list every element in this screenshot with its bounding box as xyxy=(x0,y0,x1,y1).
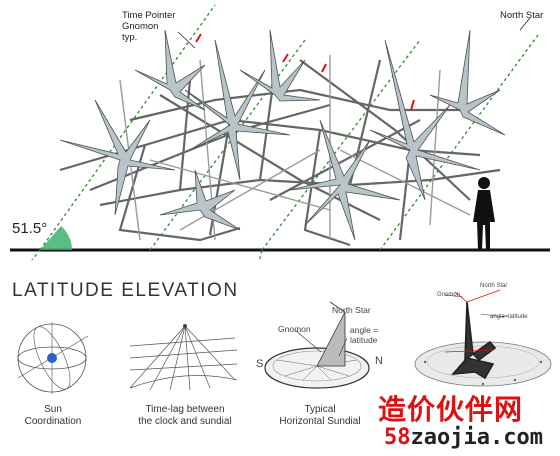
gnomon-nodes xyxy=(59,29,506,241)
horizontal-sundial-caption: Typical Horizontal Sundial xyxy=(255,404,385,428)
caption-line: Time-lag between xyxy=(145,404,225,415)
caption-line: Sun xyxy=(44,404,62,415)
watermark-number: 58 xyxy=(384,425,411,450)
sundial-structure-illustration xyxy=(10,4,550,260)
time-pointer-label: Time Pointer Gnomon typ. xyxy=(122,10,176,43)
sun-coordination-caption: Sun Coordination xyxy=(8,404,98,428)
time-pointer-leader xyxy=(177,31,196,49)
caption-line: Horizontal Sundial xyxy=(279,416,361,427)
rendered-sundial-diagram xyxy=(414,289,552,387)
angle-line: angle = xyxy=(350,325,379,335)
angle-line: latitude xyxy=(350,335,378,345)
sundial-gnomon-label: Gnomon xyxy=(278,324,311,334)
north-star-label: North Star xyxy=(500,10,544,21)
latitude-guide-lines xyxy=(31,4,539,260)
latitude-angle-label: 51.5° xyxy=(12,220,48,237)
angle-wedge xyxy=(40,226,72,250)
sun-coordination-diagram xyxy=(17,322,89,394)
time-lag-diagram xyxy=(129,324,238,391)
watermark-domain-text: zaojia.com xyxy=(410,425,543,450)
red-pointer-tips xyxy=(195,33,415,111)
watermark-chinese: 造价伙伴网 xyxy=(378,393,524,426)
time-pointer-line2: Gnomon xyxy=(122,21,159,32)
structure-beams-light xyxy=(119,55,471,241)
caption-line: the clock and sundial xyxy=(138,416,232,427)
rendered-gnomon-label: Gnomon xyxy=(437,292,461,298)
human-scale-figure xyxy=(473,177,495,250)
horizontal-sundial-diagram xyxy=(264,301,370,389)
rendered-angle-label: angle=latitude xyxy=(490,314,528,320)
sundial-north-star-label: North Star xyxy=(332,305,371,315)
time-pointer-line3: typ. xyxy=(122,32,138,43)
section-heading: LATITUDE ELEVATION xyxy=(12,280,239,301)
caption-line: Typical xyxy=(304,404,336,415)
caption-line: Coordination xyxy=(24,416,82,427)
sundial-south-label: S xyxy=(256,358,264,370)
sundial-north-label: N xyxy=(375,355,383,367)
time-lag-caption: Time-lag between the clock and sundial xyxy=(120,404,250,428)
watermark-domain: 58zaojia.com xyxy=(384,425,543,450)
sundial-angle-label: angle = latitude xyxy=(350,325,378,345)
north-star-leader xyxy=(519,17,531,31)
rendered-north-star-label: North Star xyxy=(480,283,508,289)
time-pointer-line1: Time Pointer xyxy=(122,10,176,21)
